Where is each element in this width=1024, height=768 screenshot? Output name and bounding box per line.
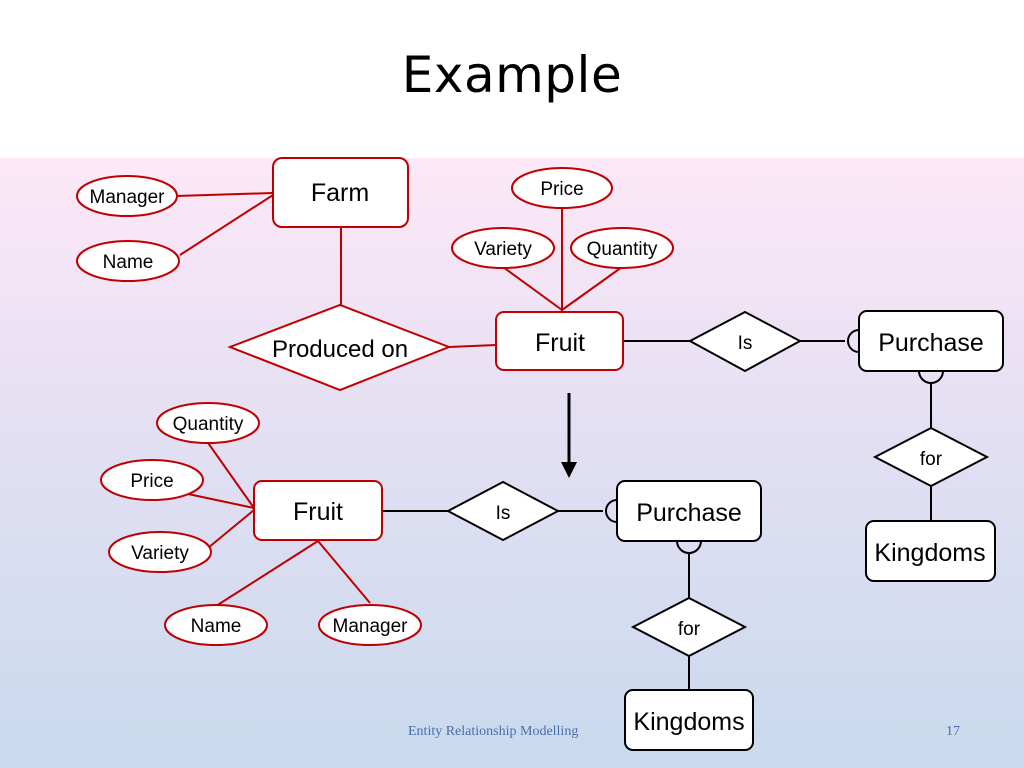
entity-kingdoms: Kingdoms — [865, 520, 996, 582]
attribute-b-price-label: Price — [130, 471, 173, 492]
attribute-b-price: Price — [100, 459, 204, 501]
attribute-b-variety: Variety — [108, 531, 212, 573]
slide-title: Example — [401, 46, 623, 104]
attribute-fruit-quantity-label: Quantity — [587, 239, 658, 260]
entity-fruit-label: Fruit — [535, 329, 585, 357]
relationship-for-label: for — [920, 449, 943, 470]
entity-purchase: Purchase — [858, 310, 1004, 372]
attribute-fruit-price: Price — [511, 167, 613, 209]
attribute-fruit-quantity: Quantity — [570, 227, 674, 269]
connector-produced-on-fruit — [448, 344, 497, 348]
entity-kingdoms-label: Kingdoms — [874, 539, 985, 567]
connector-b-fruit-price — [187, 493, 255, 509]
attribute-farm-name: Name — [76, 240, 180, 282]
attribute-b-quantity-label: Quantity — [173, 414, 244, 435]
entity-b-kingdoms: Kingdoms — [624, 689, 754, 751]
entity-farm: Farm — [272, 157, 409, 228]
relationship-is: Is — [687, 310, 803, 373]
entity-farm-label: Farm — [311, 179, 369, 207]
title-area — [0, 0, 1024, 158]
attribute-b-manager-label: Manager — [333, 616, 409, 637]
entity-purchase-label: Purchase — [878, 329, 984, 357]
entity-b-fruit-label: Fruit — [293, 498, 343, 526]
connector-b-fruit-manager — [317, 540, 371, 604]
attribute-b-variety-label: Variety — [131, 543, 189, 564]
crowfoot-arc-b-purchase-bottom — [676, 540, 702, 554]
transform-arrow-head — [561, 462, 577, 478]
entity-b-purchase-label: Purchase — [636, 499, 742, 527]
entity-b-fruit: Fruit — [253, 480, 383, 541]
connector-fruit-quantity — [561, 266, 623, 311]
attribute-farm-name-label: Name — [103, 252, 154, 273]
attribute-b-name: Name — [164, 604, 268, 646]
footer-title: Entity Relationship Modelling — [408, 724, 579, 739]
attribute-farm-manager: Manager — [76, 175, 178, 217]
relationship-b-for-label: for — [678, 619, 701, 640]
crowfoot-arc-b-purchase — [605, 499, 618, 523]
attribute-farm-manager-label: Manager — [90, 187, 166, 208]
connector-fruit-variety — [502, 266, 563, 311]
connector-b-fruit-quantity — [205, 439, 255, 509]
relationship-for: for — [872, 426, 990, 488]
relationship-b-is: Is — [445, 480, 561, 542]
attribute-b-manager: Manager — [318, 604, 422, 646]
relationship-b-is-label: Is — [496, 503, 511, 524]
attribute-fruit-price-label: Price — [540, 179, 583, 200]
crowfoot-arc-top-purchase — [847, 329, 860, 353]
relationship-produced-on-label: Produced on — [272, 336, 408, 363]
entity-b-purchase: Purchase — [616, 480, 762, 542]
attribute-fruit-variety: Variety — [451, 227, 555, 269]
page-number: 17 — [946, 724, 960, 739]
relationship-is-label: Is — [738, 333, 753, 354]
connector-b-fruit-variety — [207, 509, 255, 549]
entity-fruit: Fruit — [495, 311, 624, 371]
relationship-produced-on: Produced on — [227, 303, 452, 392]
attribute-b-name-label: Name — [191, 616, 242, 637]
crowfoot-arc-top-purchase-bottom — [918, 370, 944, 384]
relationship-b-for: for — [630, 596, 748, 658]
attribute-b-quantity: Quantity — [156, 402, 260, 444]
connector-b-fruit-name — [215, 540, 319, 607]
connector-farm-manager — [175, 192, 274, 197]
entity-b-kingdoms-label: Kingdoms — [633, 708, 744, 736]
connector-farm-name — [179, 194, 274, 256]
attribute-fruit-variety-label: Variety — [474, 239, 532, 260]
